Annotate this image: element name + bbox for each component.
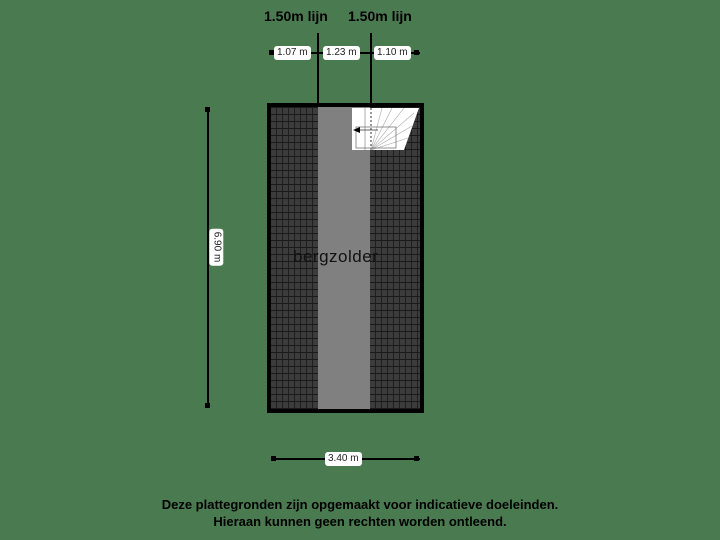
left-150m-line-label: 1.50m lijn xyxy=(264,8,328,24)
dimension-tick xyxy=(271,456,276,461)
dimension-tick xyxy=(414,50,419,55)
disclaimer: Deze plattegronden zijn opgemaakt voor i… xyxy=(0,496,720,530)
disclaimer-line-1: Deze plattegronden zijn opgemaakt voor i… xyxy=(161,497,559,512)
right-150m-line-label: 1.50m lijn xyxy=(348,8,412,24)
height-dimension-line xyxy=(207,108,209,408)
dimension-tick xyxy=(205,107,210,112)
dimension-tick xyxy=(269,50,274,55)
room-label: bergzolder xyxy=(293,247,379,266)
dimension-middle-width: 1.23 m xyxy=(323,46,360,60)
dimension-left-width: 1.07 m xyxy=(274,46,311,60)
disclaimer-line-2: Hieraan kunnen geen rechten worden ontle… xyxy=(213,514,507,529)
dimension-tick xyxy=(205,403,210,408)
dimension-right-width: 1.10 m xyxy=(374,46,411,60)
dimension-height: 6.90 m xyxy=(209,228,224,266)
dimension-tick xyxy=(414,456,419,461)
stairs-icon xyxy=(352,108,419,150)
left-150m-line xyxy=(317,33,319,105)
dimension-width: 3.40 m xyxy=(325,452,362,466)
standing-height-area xyxy=(318,107,370,409)
right-150m-line xyxy=(370,33,372,105)
roof-slope-right xyxy=(370,107,420,409)
roof-slope-left xyxy=(271,107,318,409)
